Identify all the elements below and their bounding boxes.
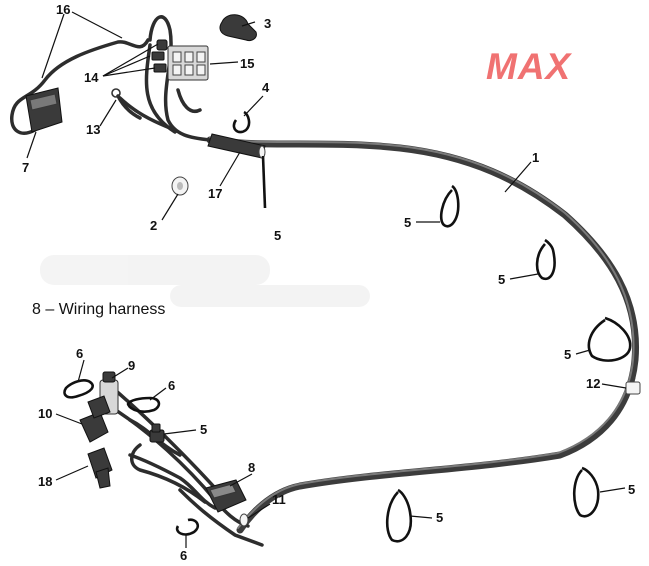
callout-6-a: 6 <box>76 346 83 361</box>
diagram-caption: 8 – Wiring harness <box>32 301 166 318</box>
tie-wrap-6b <box>126 396 161 413</box>
tie-wrap-5e <box>385 488 413 543</box>
grommet <box>171 176 189 196</box>
tie-wrap-5c <box>587 316 632 362</box>
callout-5-a: 5 <box>404 215 411 230</box>
callout-6-b: 6 <box>168 378 175 393</box>
callout-3: 3 <box>264 16 271 31</box>
protective-cap <box>219 14 257 41</box>
callout-labels: 16 3 14 15 7 13 4 2 17 5 1 5 5 5 12 5 5 … <box>22 2 635 563</box>
clip-5f <box>149 423 165 443</box>
callout-4: 4 <box>262 80 270 95</box>
connector-10 <box>79 395 111 443</box>
ring-terminal <box>111 88 142 120</box>
callout-8: 8 <box>248 460 255 475</box>
callout-5-c: 5 <box>564 347 571 362</box>
leader-lines <box>26 11 627 548</box>
callout-18: 18 <box>38 474 52 489</box>
callout-5-f: 5 <box>200 422 207 437</box>
callout-15: 15 <box>240 56 254 71</box>
lower-harness-branch <box>98 388 264 547</box>
callout-13: 13 <box>86 122 100 137</box>
callout-5-e: 5 <box>436 510 443 525</box>
connector-group <box>151 39 168 73</box>
callout-9: 9 <box>128 358 135 373</box>
tie-wrap-5b <box>535 238 556 281</box>
model-badge: MAX <box>486 46 572 87</box>
tie-wrap-5d <box>572 466 600 518</box>
connector-18 <box>87 447 113 489</box>
callout-17: 17 <box>208 186 222 201</box>
tie-wrap-4 <box>232 110 251 134</box>
callout-12: 12 <box>586 376 600 391</box>
main-harness <box>206 136 640 534</box>
relay-8 <box>205 479 247 513</box>
callout-11: 11 <box>272 492 286 507</box>
control-module <box>25 87 63 133</box>
protective-sleeve <box>207 133 266 159</box>
callout-1: 1 <box>532 150 539 165</box>
callout-5-top: 5 <box>274 228 281 243</box>
background-watermark <box>40 255 370 307</box>
tie-wrap-6a <box>63 379 94 399</box>
tie-wrap-5-top <box>261 155 267 209</box>
callout-10: 10 <box>38 406 52 421</box>
harness-clip <box>625 381 641 395</box>
callout-6-c: 6 <box>180 548 187 563</box>
callout-5-b: 5 <box>498 272 505 287</box>
callout-5-d: 5 <box>628 482 635 497</box>
grommet-11 <box>239 513 249 527</box>
callout-16: 16 <box>56 2 70 17</box>
callout-7: 7 <box>22 160 29 175</box>
tie-wrap-6c <box>175 518 200 536</box>
relay-block <box>167 45 209 81</box>
tie-wrap-5a <box>439 184 460 228</box>
callout-2: 2 <box>150 218 157 233</box>
callout-14: 14 <box>84 70 99 85</box>
